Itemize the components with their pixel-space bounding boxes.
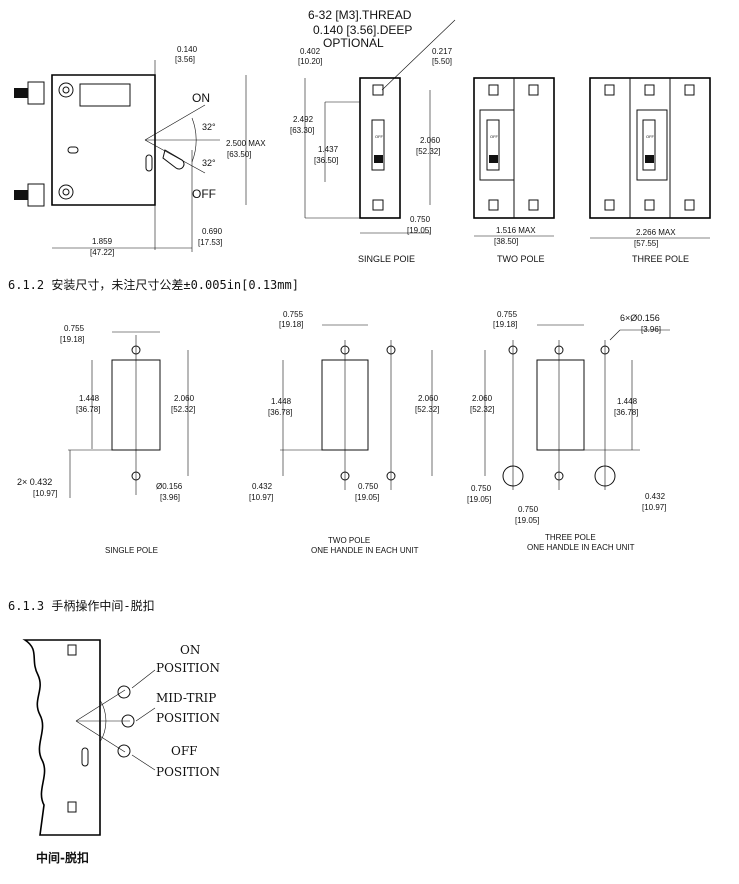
thread-note-line-1: 6-32 [M3].THREAD: [308, 8, 412, 22]
dim-0750-a: 0.750: [471, 484, 492, 493]
single-pole-front: 0.402 [10.20] 0.217 [5.50] 2.492 [63.30]…: [290, 47, 453, 264]
hole-dia: Ø0.156: [156, 482, 183, 491]
dim-0755: 0.755: [64, 324, 85, 333]
off-position-label: OFF: [171, 744, 198, 758]
hole-dia-mm: [3.96]: [641, 325, 661, 334]
mount-two-pole: 0.755 [19.18] 1.448 [36.78] 2.060 [52.32…: [249, 310, 439, 555]
dim-0217-mm: [5.50]: [432, 57, 452, 66]
dim-1448: 1.448: [271, 397, 292, 406]
dim-1859: 1.859: [92, 237, 113, 246]
dim-2060: 2.060: [174, 394, 195, 403]
dim-1448-mm: [36.78]: [76, 405, 100, 414]
dim-1448-mm: [36.78]: [614, 408, 638, 417]
dim-0750-a-mm: [19.05]: [467, 495, 491, 504]
dim-0432: 0.432: [645, 492, 666, 501]
dim-0690: 0.690: [202, 227, 223, 236]
dim-width-mm: [38.50]: [494, 237, 518, 246]
two-pole-front: 1.516 MAX [38.50] OFF TWO POLE: [473, 77, 555, 264]
dim-0140-mm: [3.56]: [175, 55, 195, 64]
dim-2492: 2.492: [293, 115, 314, 124]
dim-1859-mm: [47.22]: [90, 248, 114, 257]
dim-0432: 2× 0.432: [17, 477, 52, 487]
thread-note-line-3: OPTIONAL: [323, 36, 384, 50]
dim-1448-mm: [36.78]: [268, 408, 292, 417]
side-view: 0.140 [3.56] ON 32° 32° OFF 2.500 MAX [6…: [14, 45, 266, 257]
dim-2060-mm: [52.32]: [416, 147, 440, 156]
three-pole-front: 2.266 MAX [57.55] OFF THREE POLE: [589, 77, 711, 264]
dim-0217: 0.217: [432, 47, 453, 56]
mid-trip-position-label-2: POSITION: [156, 711, 220, 725]
dim-0140: 0.140: [177, 45, 198, 54]
angle-top: 32°: [202, 122, 216, 132]
dim-0402-mm: [10.20]: [298, 57, 322, 66]
dim-0755-mm: [19.18]: [60, 335, 84, 344]
dim-2060-mm: [52.32]: [415, 405, 439, 414]
handle: [162, 149, 185, 170]
terminal-stud-bottom: [14, 190, 28, 200]
dim-width: 2.266 MAX: [636, 228, 676, 237]
section3-heading: 6.1.3 手柄操作中间-脱扣: [8, 598, 155, 613]
dim-0432: 0.432: [252, 482, 273, 491]
dim-0750-mm: [19.05]: [407, 226, 431, 235]
dim-0750: 0.750: [410, 215, 431, 224]
on-label: ON: [192, 91, 210, 105]
dim-height: 2.500 MAX: [226, 139, 266, 148]
dim-0690-mm: [17.53]: [198, 238, 222, 247]
angle-bottom: 32°: [202, 158, 216, 168]
dim-height-mm: [63.50]: [227, 150, 251, 159]
dim-0432-mm: [10.97]: [33, 489, 57, 498]
single-pole-label: SINGLE POLE: [105, 546, 158, 555]
off-position-label-2: POSITION: [156, 765, 220, 779]
dim-1437: 1.437: [318, 145, 339, 154]
mid-trip-position-label: MID-TRIP: [156, 691, 216, 705]
dim-0750-b-mm: [19.05]: [515, 516, 539, 525]
two-pole-label: TWO POLE: [497, 254, 545, 264]
mount-single-pole: 0.755 [19.18] 1.448 [36.78] 2.060 [52.32…: [17, 324, 195, 555]
dim-2060: 2.060: [420, 136, 441, 145]
dim-0432-mm: [10.97]: [249, 493, 273, 502]
three-pole-label: THREE POLE: [632, 254, 689, 264]
on-position-label-2: POSITION: [156, 661, 220, 675]
hole-dia: 6×Ø0.156: [620, 313, 660, 323]
dim-0755: 0.755: [497, 310, 518, 319]
mid-trip-diagram: ON POSITION MID-TRIP POSITION OFF POSITI…: [22, 639, 220, 865]
terminal-stud-top: [14, 88, 28, 98]
thread-note: 6-32 [M3].THREAD 0.140 [3.56].DEEP OPTIO…: [308, 8, 456, 91]
thread-note-line-2: 0.140 [3.56].DEEP: [313, 23, 412, 37]
hole-dia-mm: [3.96]: [160, 493, 180, 502]
two-pole-label: TWO POLE: [328, 536, 370, 545]
toggle-label: OFF: [490, 134, 499, 139]
toggle-label: OFF: [375, 134, 384, 139]
dim-0755: 0.755: [283, 310, 304, 319]
single-pole-label: SINGLE POIE: [358, 254, 415, 264]
three-pole-sublabel: ONE HANDLE IN EACH UNIT: [527, 543, 635, 552]
dim-1448: 1.448: [617, 397, 638, 406]
section2-heading: 6.1.2 安装尺寸，未注尺寸公差±0.005in[0.13mm]: [8, 277, 299, 292]
window: [79, 83, 131, 107]
dim-2060-mm: [52.32]: [470, 405, 494, 414]
on-position-label: ON: [180, 643, 200, 657]
dim-2060: 2.060: [472, 394, 493, 403]
dim-0750-mm: [19.05]: [355, 493, 379, 502]
dim-2492-mm: [63.30]: [290, 126, 314, 135]
dim-width-mm: [57.55]: [634, 239, 658, 248]
two-pole-sublabel: ONE HANDLE IN EACH UNIT: [311, 546, 419, 555]
dim-0432-mm: [10.97]: [642, 503, 666, 512]
dim-0750: 0.750: [358, 482, 379, 491]
dim-0750-b: 0.750: [518, 505, 539, 514]
toggle-label: OFF: [646, 134, 655, 139]
caption: 中间-脱扣: [36, 850, 89, 865]
three-pole-label: THREE POLE: [545, 533, 596, 542]
dim-2060: 2.060: [418, 394, 439, 403]
off-label: OFF: [192, 187, 216, 201]
dim-2060-mm: [52.32]: [171, 405, 195, 414]
mount-three-pole: 0.755 [19.18] 6×Ø0.156 [3.96] 2.060 [52.…: [467, 310, 670, 552]
dim-1448: 1.448: [79, 394, 100, 403]
dim-0755-mm: [19.18]: [493, 320, 517, 329]
dim-0755-mm: [19.18]: [279, 320, 303, 329]
dim-1437-mm: [36.50]: [314, 156, 338, 165]
dim-width: 1.516 MAX: [496, 226, 536, 235]
dim-0402: 0.402: [300, 47, 321, 56]
